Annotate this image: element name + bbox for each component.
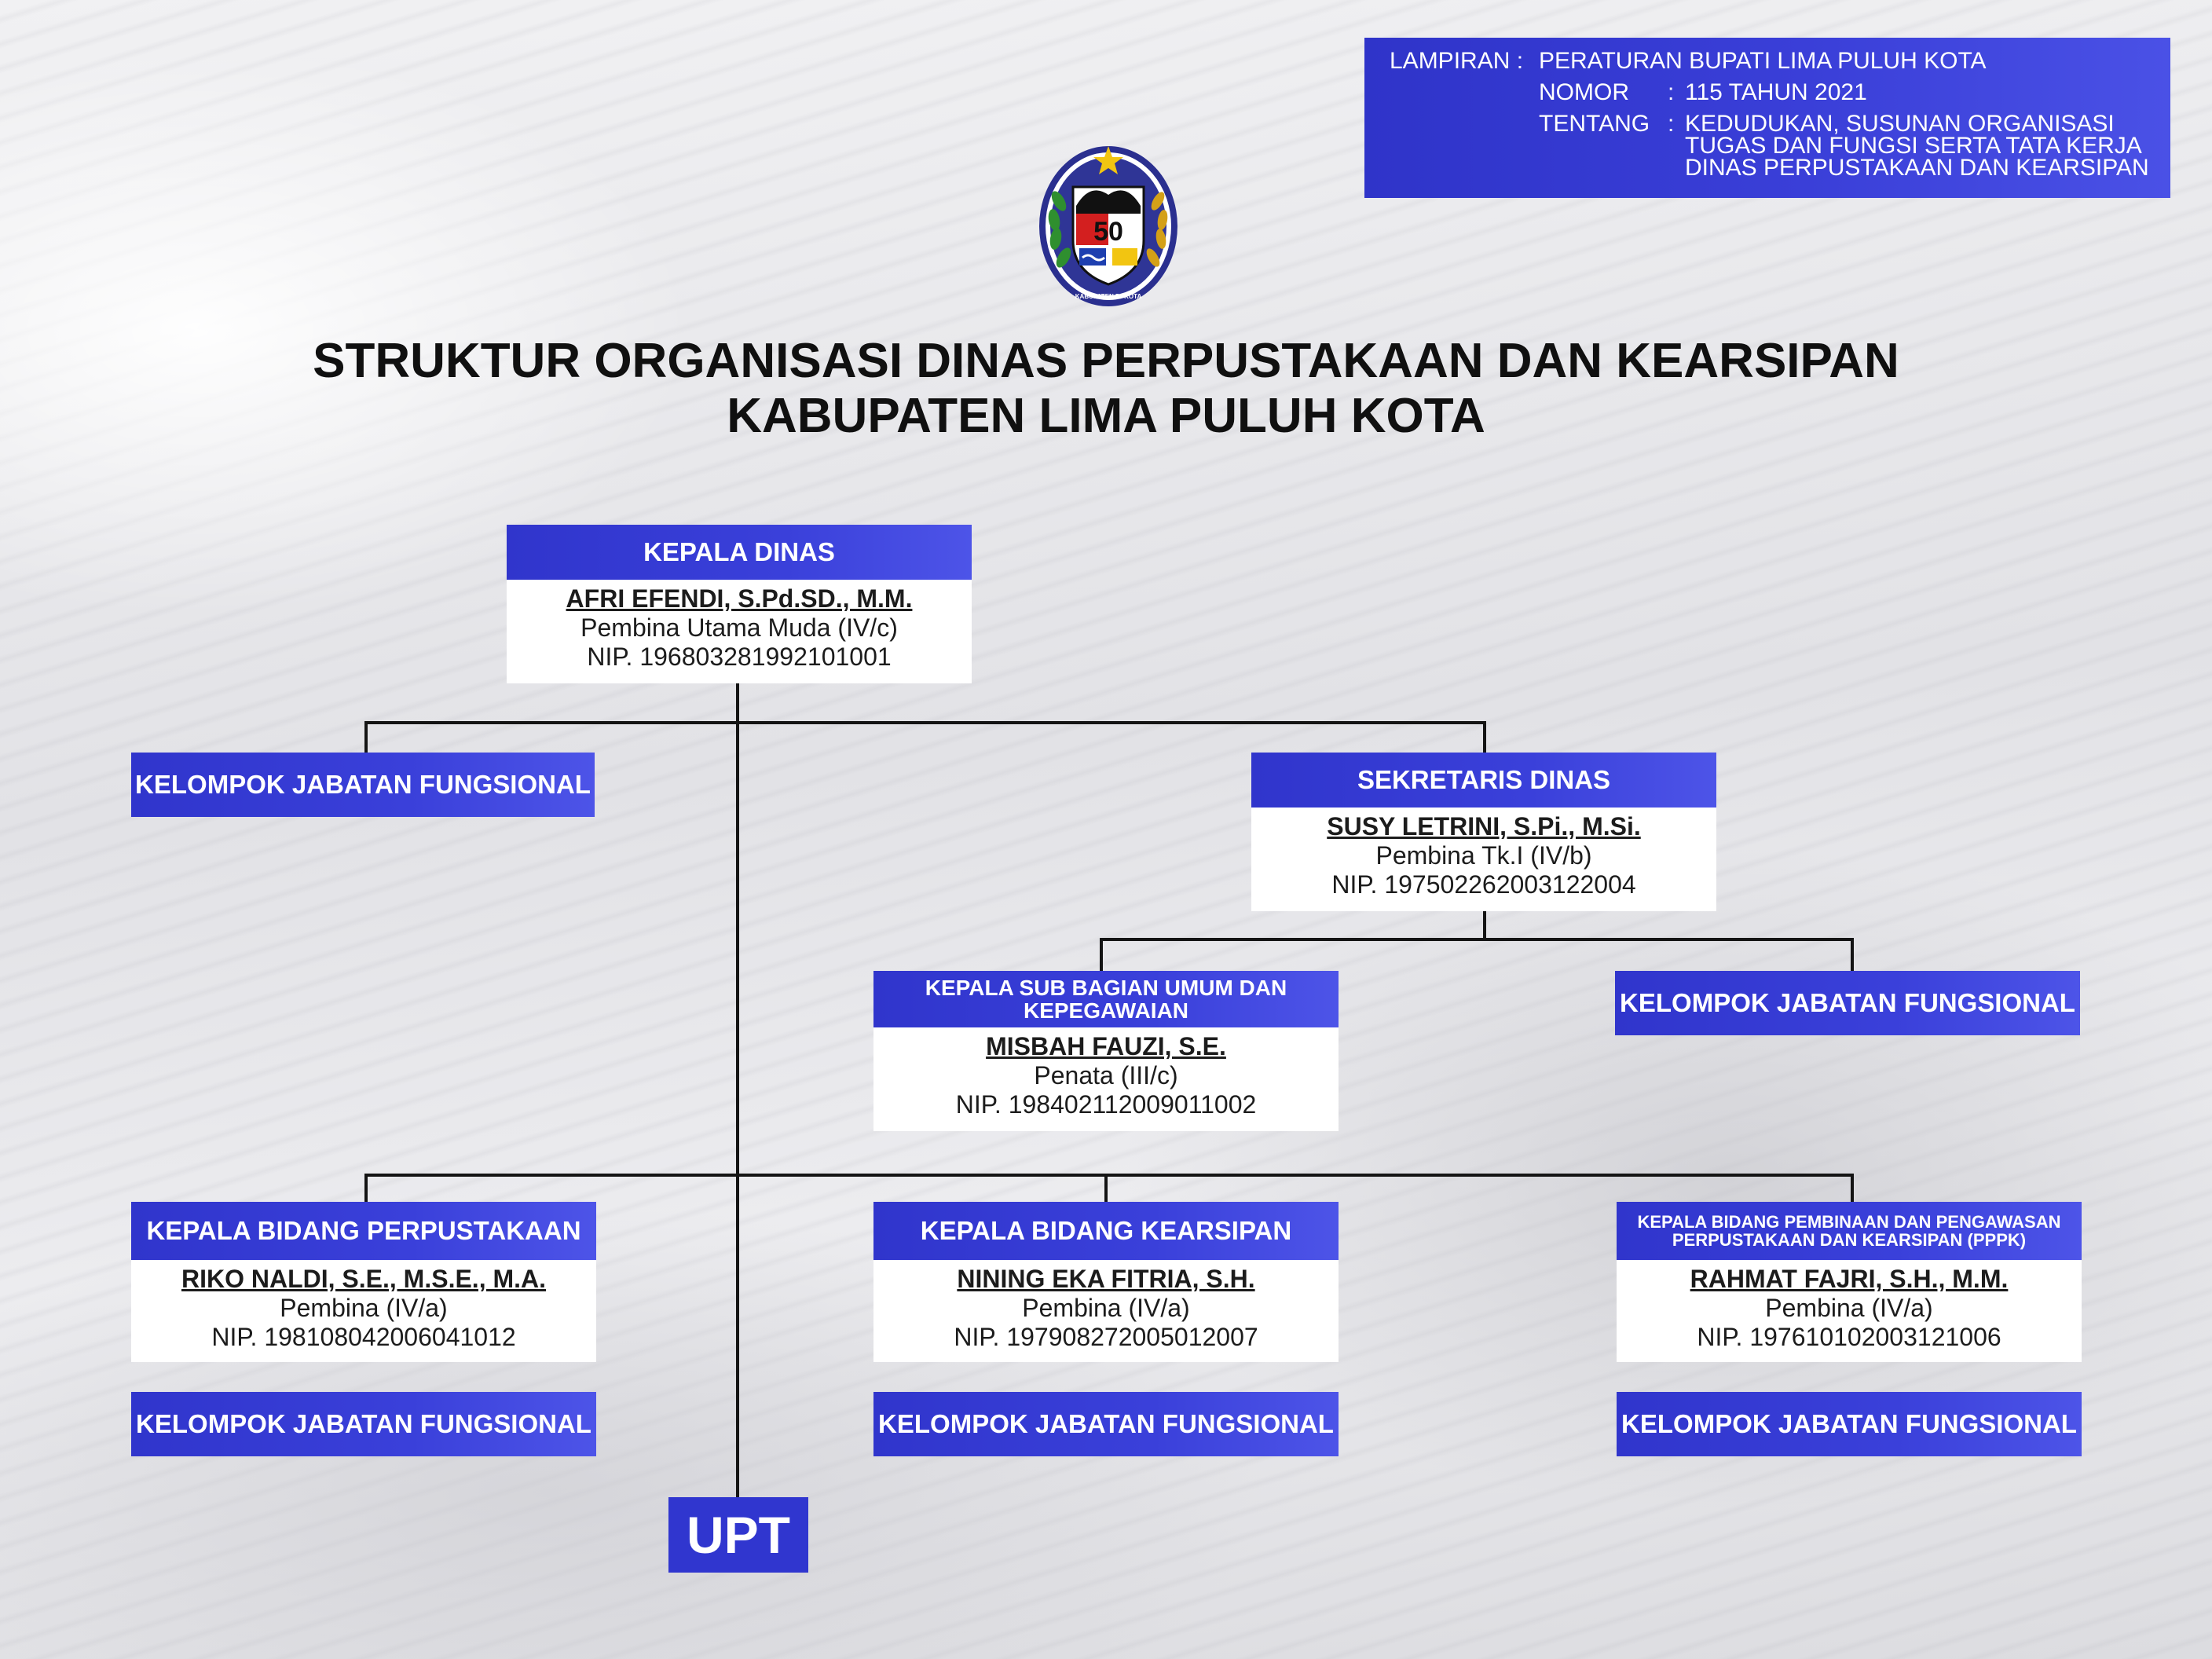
tentang-line-3: DINAS PERPUSTAKAAN DAN KEARSIPAN	[1685, 155, 2149, 181]
regency-emblem-icon: 50 KABUPATEN 50 KOTA	[1035, 138, 1181, 308]
kasubag-position-line-1: KEPALA SUB BAGIAN UMUM DAN	[925, 976, 1287, 1000]
lampiran-value: PERATURAN BUPATI LIMA PULUH KOTA	[1539, 48, 1987, 74]
page-title: STRUKTUR ORGANISASI DINAS PERPUSTAKAAN D…	[313, 334, 1899, 388]
kabid-pppk-name: RAHMAT FAJRI, S.H., M.M.	[1690, 1265, 2009, 1293]
emblem-number: 50	[1093, 217, 1123, 247]
kabid-kearsipan-card: NINING EKA FITRIA, S.H. Pembina (IV/a) N…	[873, 1260, 1339, 1362]
kepala-dinas-card: AFRI EFENDI, S.Pd.SD., M.M. Pembina Utam…	[507, 580, 972, 683]
fungsional-label: KELOMPOK JABATAN FUNGSIONAL	[136, 1409, 591, 1438]
kabid-kearsipan-nip: NIP. 197908272005012007	[954, 1323, 1258, 1351]
fungsional-label: KELOMPOK JABATAN FUNGSIONAL	[878, 1409, 1334, 1438]
kabid-perpustakaan-position: KEPALA BIDANG PERPUSTAKAAN	[146, 1216, 581, 1245]
fungsional-label: KELOMPOK JABATAN FUNGSIONAL	[1621, 1409, 2077, 1438]
kabid-perpustakaan-rank: Pembina (IV/a)	[280, 1294, 448, 1322]
kabid-kearsipan-header: KEPALA BIDANG KEARSIPAN	[873, 1202, 1339, 1260]
kabid-pppk-rank: Pembina (IV/a)	[1765, 1294, 1933, 1322]
fungsional-label: KELOMPOK JABATAN FUNGSIONAL	[1620, 988, 2075, 1017]
kabid-pppk-card: RAHMAT FAJRI, S.H., M.M. Pembina (IV/a) …	[1617, 1260, 2082, 1362]
connector-sekretaris-horizontal	[1100, 938, 1854, 941]
kepala-dinas-name: AFRI EFENDI, S.Pd.SD., M.M.	[566, 584, 913, 613]
tentang-line-2: TUGAS DAN FUNGSI SERTA TATA KERJA	[1685, 133, 2142, 159]
kabid-perpustakaan-card: RIKO NALDI, S.E., M.S.E., M.A. Pembina (…	[131, 1260, 596, 1362]
kabid-pppk-header: KEPALA BIDANG PEMBINAAN DAN PENGAWASAN P…	[1617, 1202, 2082, 1260]
connector-sekretaris-drop	[1483, 721, 1486, 753]
kasubag-card: MISBAH FAUZI, S.E. Penata (III/c) NIP. 1…	[873, 1027, 1339, 1131]
page-subtitle: KABUPATEN LIMA PULUH KOTA	[727, 389, 1485, 443]
kasubag-name: MISBAH FAUZI, S.E.	[986, 1032, 1226, 1060]
sekretaris-rank: Pembina Tk.I (IV/b)	[1375, 841, 1592, 870]
kepala-dinas-header: KEPALA DINAS	[507, 525, 972, 580]
fungsional-box-left: KELOMPOK JABATAN FUNGSIONAL	[131, 753, 595, 817]
kabid-pppk-position-line-1: KEPALA BIDANG PEMBINAAN DAN PENGAWASAN	[1637, 1212, 2061, 1232]
nomor-label: NOMOR	[1539, 79, 1629, 105]
upt-box: UPT	[668, 1497, 808, 1573]
kepala-dinas-rank: Pembina Utama Muda (IV/c)	[580, 613, 898, 642]
upt-label: UPT	[687, 1506, 790, 1564]
attachment-box: LAMPIRAN : PERATURAN BUPATI LIMA PULUH K…	[1364, 38, 2170, 198]
connector-top-horizontal	[364, 721, 1486, 724]
kasubag-header: KEPALA SUB BAGIAN UMUM DAN KEPEGAWAIAN	[873, 971, 1339, 1027]
nomor-separator: :	[1668, 79, 1675, 105]
connector-main-vertical	[736, 683, 739, 1498]
kepala-dinas-nip: NIP. 196803281992101001	[587, 643, 892, 671]
kabid-kearsipan-rank: Pembina (IV/a)	[1022, 1294, 1190, 1322]
kabid-pppk-position-line-2: PERPUSTAKAAN DAN KEARSIPAN (PPPK)	[1672, 1230, 2027, 1250]
fungsional-box-kearsipan: KELOMPOK JABATAN FUNGSIONAL	[873, 1392, 1339, 1456]
sekretaris-position: SEKRETARIS DINAS	[1357, 765, 1611, 794]
kasubag-position-line-2: KEPEGAWAIAN	[1023, 998, 1189, 1023]
connector-sekretaris-down	[1483, 910, 1486, 941]
connector-bidang-right-drop	[1851, 1174, 1854, 1202]
kabid-kearsipan-position: KEPALA BIDANG KEARSIPAN	[920, 1216, 1292, 1245]
nomor-value: 115 TAHUN 2021	[1685, 79, 1867, 105]
kasubag-nip: NIP. 198402112009011002	[955, 1090, 1257, 1119]
connector-bidang-middle-drop	[1104, 1174, 1108, 1202]
sekretaris-header: SEKRETARIS DINAS	[1251, 753, 1716, 808]
tentang-separator: :	[1668, 111, 1675, 137]
sekretaris-card: SUSY LETRINI, S.Pi., M.Si. Pembina Tk.I …	[1251, 808, 1716, 911]
connector-right-fungsional-drop	[1851, 938, 1854, 971]
connector-bidang-horizontal	[364, 1174, 1854, 1177]
connector-bidang-left-drop	[364, 1174, 368, 1202]
lampiran-label: LAMPIRAN :	[1390, 48, 1524, 74]
kasubag-rank: Penata (III/c)	[1034, 1061, 1178, 1090]
connector-left-fungsional-drop	[364, 721, 368, 753]
connector-kasubag-drop	[1100, 938, 1103, 971]
kepala-dinas-position: KEPALA DINAS	[643, 537, 835, 566]
fungsional-box-perpustakaan: KELOMPOK JABATAN FUNGSIONAL	[131, 1392, 596, 1456]
kabid-perpustakaan-header: KEPALA BIDANG PERPUSTAKAAN	[131, 1202, 596, 1260]
fungsional-box-sekretariat: KELOMPOK JABATAN FUNGSIONAL	[1615, 971, 2080, 1035]
sekretaris-name: SUSY LETRINI, S.Pi., M.Si.	[1327, 812, 1641, 840]
emblem-ring-text: KABUPATEN 50 KOTA	[1075, 293, 1142, 300]
kabid-perpustakaan-nip: NIP. 198108042006041012	[211, 1323, 516, 1351]
tentang-line-1: KEDUDUKAN, SUSUNAN ORGANISASI	[1685, 111, 2115, 137]
fungsional-box-pppk: KELOMPOK JABATAN FUNGSIONAL	[1617, 1392, 2082, 1456]
sekretaris-nip: NIP. 197502262003122004	[1331, 870, 1636, 899]
kabid-kearsipan-name: NINING EKA FITRIA, S.H.	[957, 1265, 1255, 1293]
tentang-label: TENTANG	[1539, 111, 1650, 137]
kabid-perpustakaan-name: RIKO NALDI, S.E., M.S.E., M.A.	[181, 1265, 547, 1293]
fungsional-label: KELOMPOK JABATAN FUNGSIONAL	[135, 770, 591, 799]
kabid-pppk-nip: NIP. 197610102003121006	[1697, 1323, 2001, 1351]
